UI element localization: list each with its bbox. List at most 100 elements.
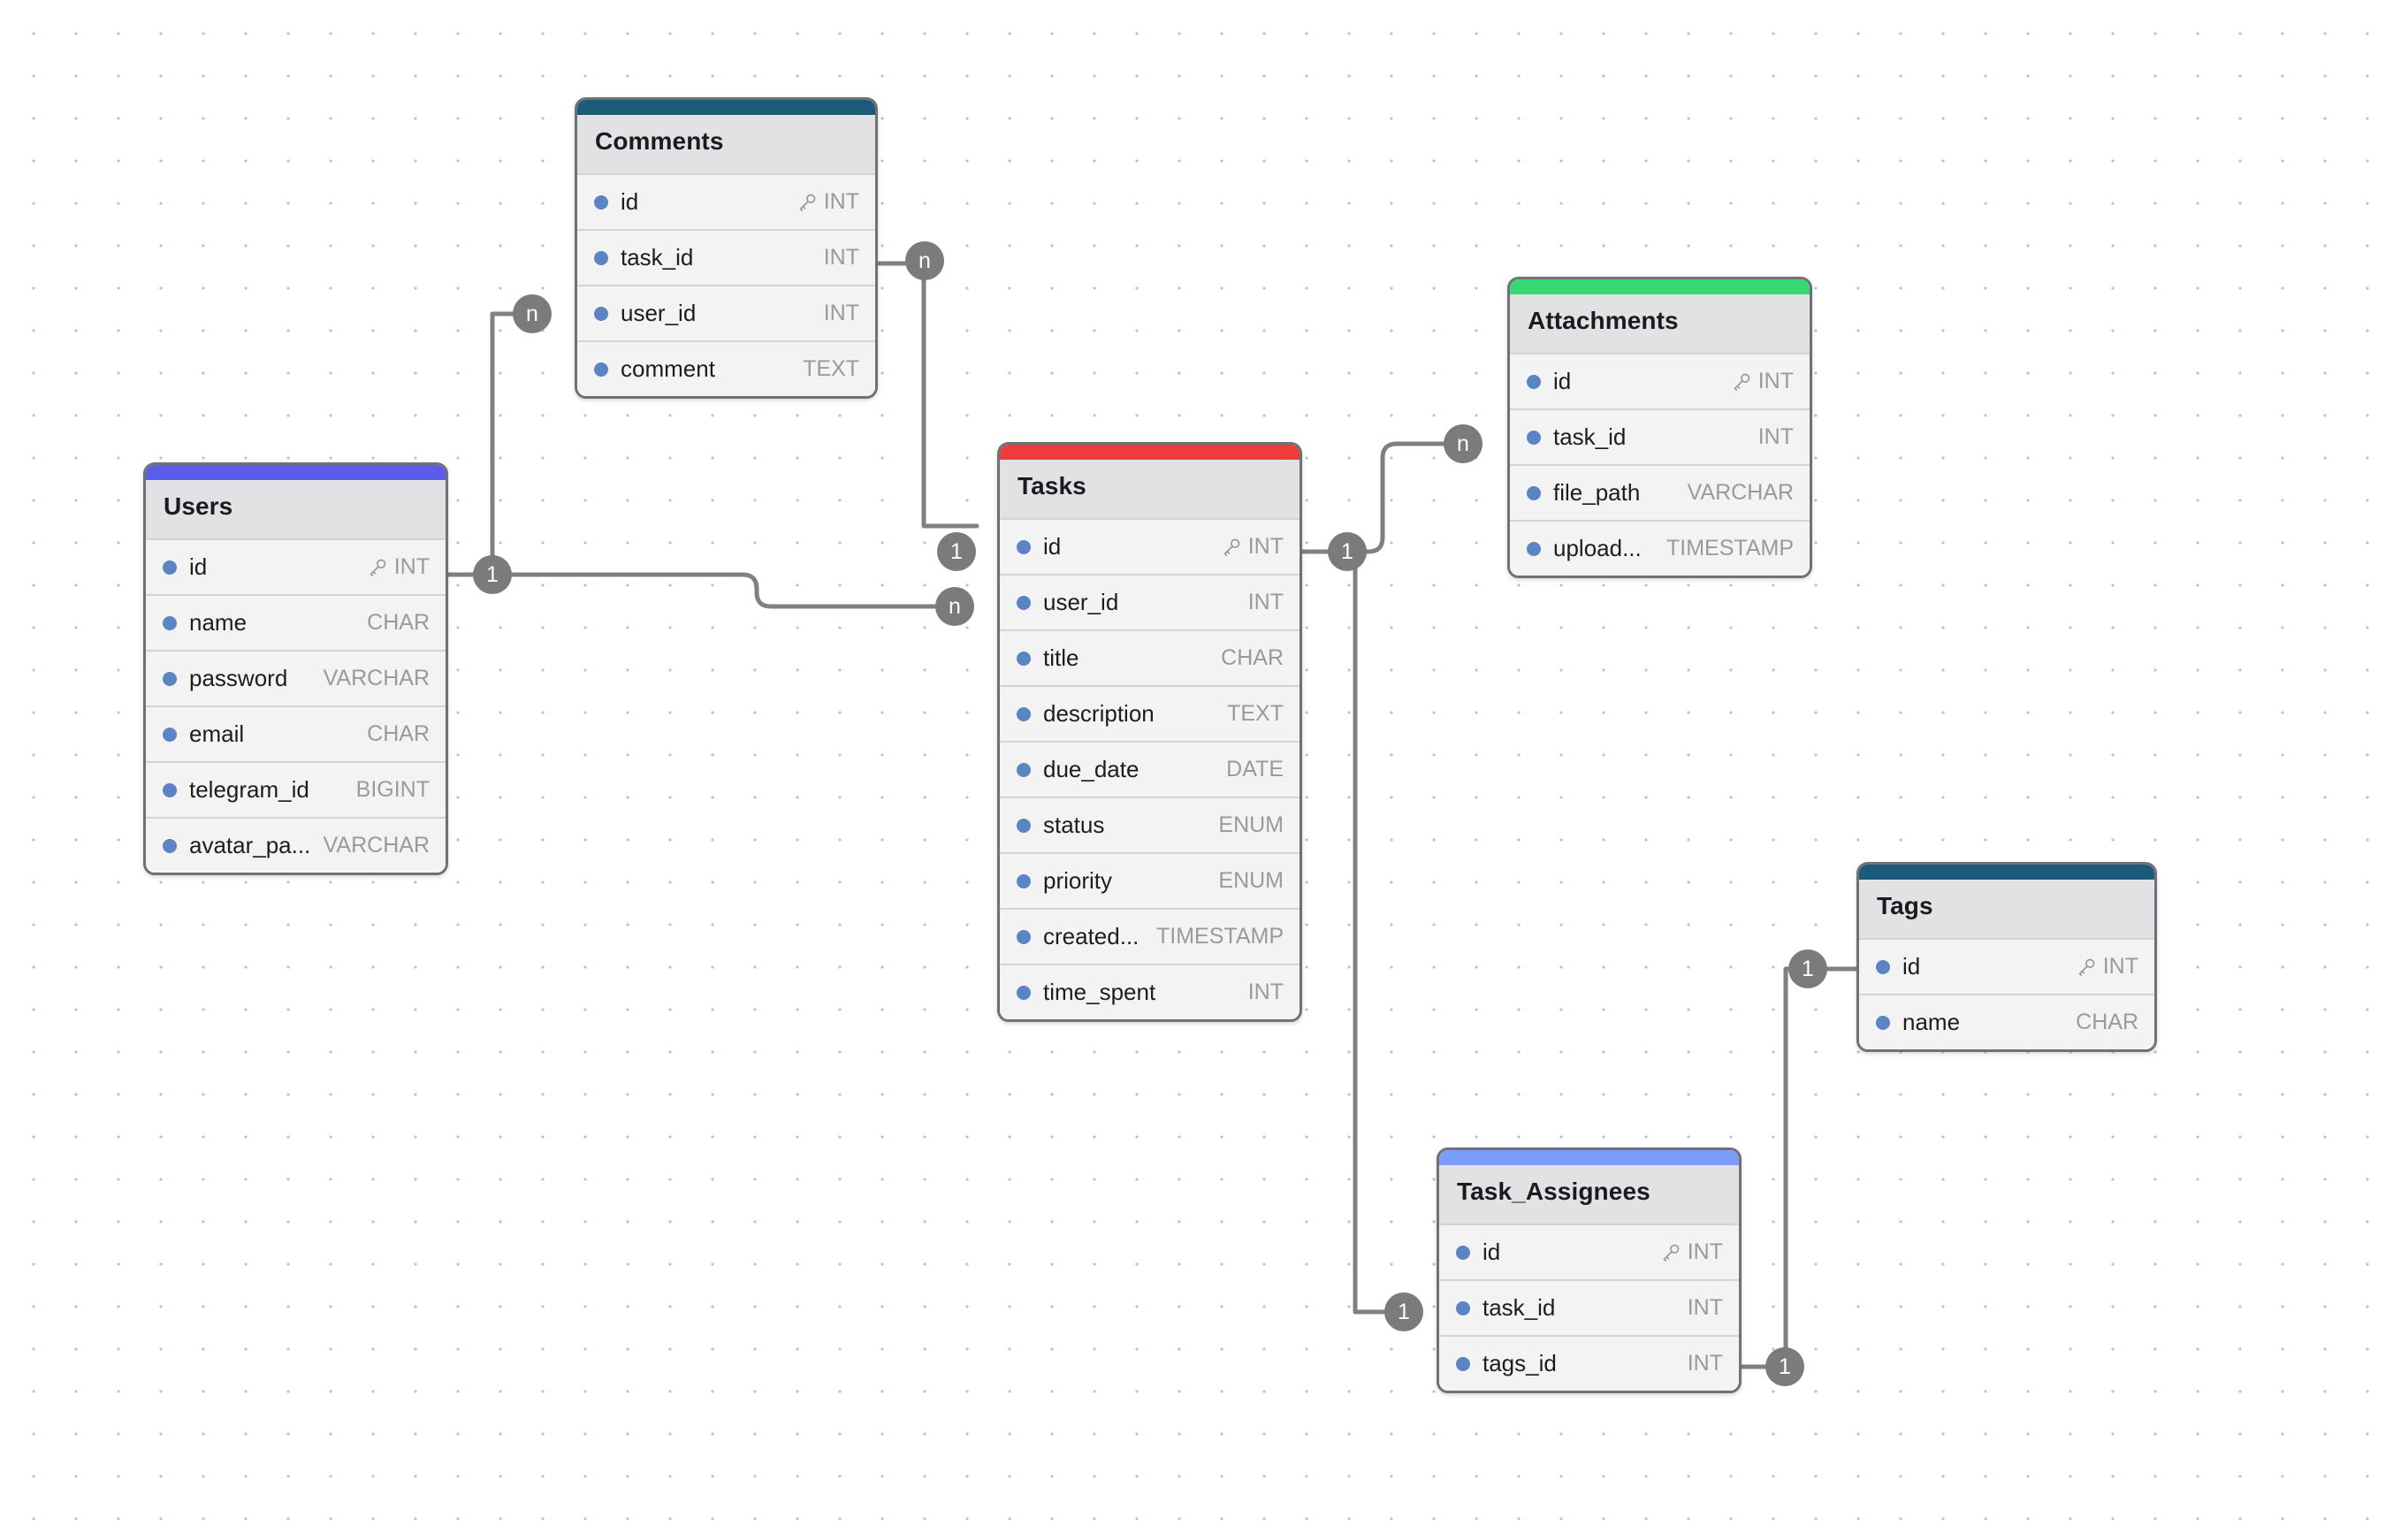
column-name: user_id	[1043, 589, 1119, 615]
column-meta: CHAR	[358, 721, 430, 747]
column-row[interactable]: created... TIMESTAMP	[1000, 908, 1300, 964]
column-bullet-icon	[1456, 1300, 1470, 1315]
column-type: TIMESTAMP	[1156, 924, 1284, 949]
column-name: created...	[1043, 923, 1140, 949]
column-meta: TEXT	[1218, 701, 1284, 727]
column-bullet-icon	[594, 362, 608, 377]
column-row[interactable]: name CHAR	[146, 594, 446, 650]
cardinality-badge-tags-id: 1	[1788, 949, 1827, 988]
primary-key-icon	[799, 194, 816, 211]
cardinality-badge-tasks-id-left: 1	[937, 532, 976, 571]
column-bullet-icon	[1017, 595, 1031, 610]
column-type: BIGINT	[355, 777, 430, 802]
entity-accent-bar	[1859, 865, 2154, 880]
entity-title: Comments	[577, 115, 875, 173]
column-name: task_id	[1553, 423, 1627, 450]
column-type: INT	[1757, 369, 1794, 393]
column-row[interactable]: upload...TIMESTAMP	[1510, 520, 1810, 576]
column-meta: INT	[815, 245, 859, 271]
column-meta: INT	[1679, 1351, 1723, 1376]
primary-key-icon	[1223, 538, 1240, 556]
cardinality-badge-tasks-user-id: n	[935, 587, 974, 626]
column-meta: INT	[1722, 369, 1794, 394]
column-bullet-icon	[1017, 539, 1031, 554]
column-name: task_id	[1483, 1294, 1556, 1321]
column-meta: INT	[1239, 590, 1284, 615]
cardinality-badge-tasks-id-right: 1	[1328, 532, 1367, 571]
column-bullet-icon	[1017, 762, 1031, 777]
column-type: INT	[823, 245, 859, 270]
cardinality-badge-comments-task-id: n	[905, 241, 944, 280]
column-type: CHAR	[2076, 1010, 2138, 1034]
cardinality-badge-task-assignees-tags-id: 1	[1765, 1347, 1804, 1386]
column-name: name	[189, 609, 248, 636]
column-meta: VARCHAR	[1679, 480, 1794, 506]
column-type: ENUM	[1218, 868, 1284, 893]
column-type: INT	[1247, 980, 1284, 1004]
column-row[interactable]: avatar_pa...VARCHAR	[146, 817, 446, 873]
column-bullet-icon	[1527, 541, 1541, 556]
column-meta: VARCHAR	[315, 833, 430, 858]
column-name: priority	[1043, 867, 1113, 894]
primary-key-icon	[2078, 958, 2095, 976]
column-row[interactable]: email CHAR	[146, 705, 446, 761]
column-row[interactable]: user_id INT	[1000, 574, 1300, 629]
column-meta: TIMESTAMP	[1147, 924, 1284, 949]
column-bullet-icon	[163, 782, 177, 797]
column-type: TIMESTAMP	[1666, 536, 1794, 560]
entity-accent-bar	[577, 100, 875, 115]
column-name: id	[189, 553, 208, 580]
column-meta: INT	[788, 189, 859, 215]
column-meta: CHAR	[2067, 1010, 2138, 1035]
column-row[interactable]: priority ENUM	[1000, 852, 1300, 908]
column-bullet-icon	[1017, 706, 1031, 721]
entity-title: Tags	[1859, 880, 2154, 938]
relationship-wire	[446, 572, 942, 609]
primary-key-icon	[1663, 1244, 1680, 1262]
cardinality-badge-task-assignees-task-id: 1	[1384, 1292, 1423, 1331]
column-meta: CHAR	[1212, 645, 1284, 671]
column-row[interactable]: telegram_id BIGINT	[146, 761, 446, 817]
column-type: VARCHAR	[323, 833, 430, 858]
column-type: CHAR	[1221, 645, 1284, 670]
column-type: TEXT	[803, 356, 859, 381]
column-bullet-icon	[1017, 818, 1031, 833]
column-name: email	[189, 720, 245, 747]
entity-accent-bar	[1439, 1150, 1739, 1165]
column-type: VARCHAR	[1687, 480, 1794, 505]
column-meta: VARCHAR	[315, 666, 430, 691]
entity-accent-bar	[1000, 445, 1300, 460]
column-name: telegram_id	[189, 776, 309, 803]
column-meta: DATE	[1217, 757, 1284, 782]
column-type: DATE	[1226, 757, 1284, 781]
column-meta: CHAR	[358, 610, 430, 636]
column-type: ENUM	[1218, 812, 1284, 837]
